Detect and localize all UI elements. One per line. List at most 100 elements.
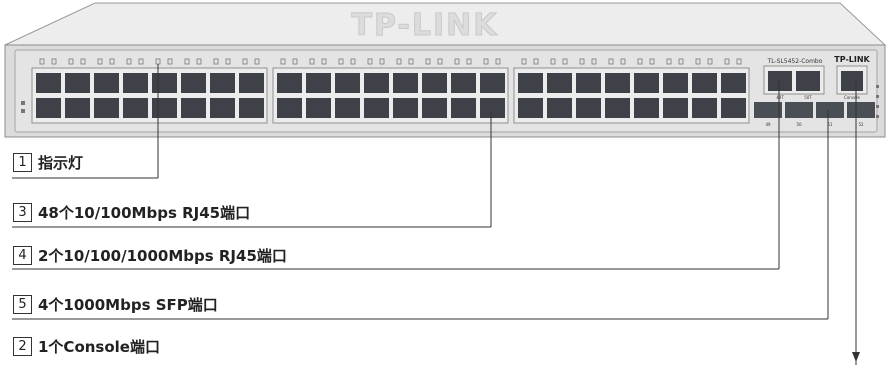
port-led <box>167 58 173 65</box>
port-led <box>695 58 701 65</box>
rj45-port <box>94 98 119 118</box>
sfp-label-49: 49 <box>765 122 771 127</box>
callout-number: 1 <box>13 153 32 172</box>
port-led <box>254 58 260 65</box>
port-led <box>242 58 248 65</box>
callout-text: 2个10/100/1000Mbps RJ45端口 <box>38 247 287 265</box>
callout-text: 48个10/100Mbps RJ45端口 <box>38 204 251 222</box>
rj45-port <box>480 98 505 118</box>
port-led <box>396 58 402 65</box>
rj45-port <box>277 73 302 93</box>
rj45-port <box>692 98 717 118</box>
port-led <box>437 58 443 65</box>
port-led <box>68 58 74 65</box>
port-led <box>724 58 730 65</box>
gig-port-50 <box>796 71 820 91</box>
rj45-port <box>123 98 148 118</box>
rj45-port <box>692 73 717 93</box>
rj45-port <box>634 73 659 93</box>
rj45-port <box>306 73 331 93</box>
rj45-port <box>721 73 746 93</box>
rj45-port <box>277 98 302 118</box>
port-led <box>736 58 742 65</box>
callout-text: 指示灯 <box>38 154 84 172</box>
right-led-1 <box>876 85 879 88</box>
rj45-port <box>239 98 264 118</box>
rj45-port <box>306 98 331 118</box>
rj45-port <box>364 73 389 93</box>
panel-logo: TP-LINK <box>834 55 870 64</box>
callout-sfp: 5 4个1000Mbps SFP端口 <box>13 294 218 315</box>
callout-number: 5 <box>13 295 32 314</box>
leader-line-2-arrow <box>852 352 860 362</box>
callout-indicator: 1 指示灯 <box>13 152 83 173</box>
port-led <box>292 58 298 65</box>
rj45-port <box>518 73 543 93</box>
port-led <box>579 58 585 65</box>
port-led <box>608 58 614 65</box>
port-led <box>408 58 414 65</box>
rj45-port <box>94 73 119 93</box>
rj45-port <box>36 98 61 118</box>
sfp-slot-49 <box>754 102 782 118</box>
port-led <box>637 58 643 65</box>
rj45-port <box>210 98 235 118</box>
led-row <box>39 58 742 65</box>
rj45-port <box>422 98 447 118</box>
rj45-port <box>335 73 360 93</box>
port-led <box>454 58 460 65</box>
rj45-port <box>605 98 630 118</box>
port-led <box>225 58 231 65</box>
callout-number: 2 <box>13 337 32 356</box>
rj45-port <box>181 73 206 93</box>
rj45-port <box>239 73 264 93</box>
callout-rj45-100m: 3 48个10/100Mbps RJ45端口 <box>13 202 250 223</box>
rj45-port <box>393 98 418 118</box>
callout-text: 1个Console端口 <box>38 338 160 356</box>
rj45-port <box>364 98 389 118</box>
port-led <box>550 58 556 65</box>
rj45-port <box>152 73 177 93</box>
console-port <box>841 71 863 91</box>
port-led <box>213 58 219 65</box>
rj45-port <box>634 98 659 118</box>
port-led <box>666 58 672 65</box>
rj45-port <box>576 73 601 93</box>
port-led <box>350 58 356 65</box>
rj45-port <box>422 73 447 93</box>
port-led <box>495 58 501 65</box>
system-led <box>21 109 25 113</box>
right-led-3 <box>876 105 879 108</box>
chassis-logo: TP-LINK <box>351 8 498 43</box>
port-led <box>379 58 385 65</box>
port-led <box>521 58 527 65</box>
console-label: Console <box>844 95 860 100</box>
sfp-label-51: 51 <box>827 122 833 127</box>
port-led <box>338 58 344 65</box>
right-led-4 <box>876 115 879 118</box>
port-led <box>483 58 489 65</box>
callout-number: 4 <box>13 246 32 265</box>
port-led <box>562 58 568 65</box>
callout-number: 3 <box>13 203 32 222</box>
rj45-port-grid <box>36 73 746 118</box>
port-led <box>707 58 713 65</box>
rj45-port <box>663 73 688 93</box>
rj45-port <box>547 73 572 93</box>
port-led <box>109 58 115 65</box>
port-led <box>51 58 57 65</box>
sfp-label-52: 52 <box>858 122 864 127</box>
callout-console: 2 1个Console端口 <box>13 336 160 357</box>
port-led <box>196 58 202 65</box>
rj45-port <box>181 98 206 118</box>
rj45-port <box>480 73 505 93</box>
power-led <box>21 101 25 105</box>
rj45-port <box>663 98 688 118</box>
sfp-label-50: 50 <box>796 122 802 127</box>
callout-text: 4个1000Mbps SFP端口 <box>38 296 218 314</box>
rj45-port <box>605 73 630 93</box>
sfp-slot-50 <box>785 102 813 118</box>
rj45-port <box>210 73 235 93</box>
callout-rj45-1000m: 4 2个10/100/1000Mbps RJ45端口 <box>13 245 287 266</box>
